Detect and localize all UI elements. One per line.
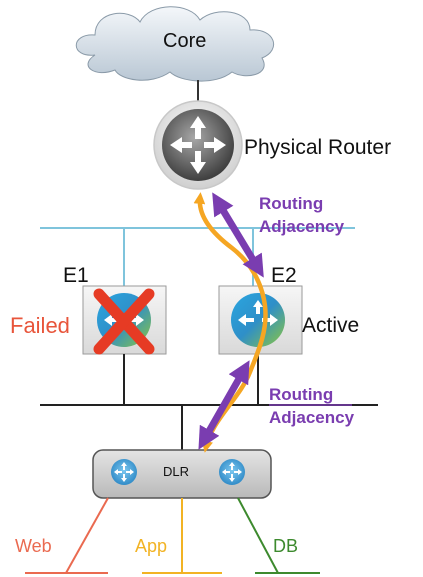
core-label: Core [163,30,207,52]
active-label: Active [302,314,360,337]
x-mark-icon [93,288,155,355]
dlr-router-icon [219,459,245,485]
router-icon [153,100,243,190]
failed-label: Failed [10,313,70,338]
segment-app [142,498,222,574]
db-segment-label: DB [273,536,299,556]
dlr-label: DLR [163,464,190,479]
segment-web [25,497,109,574]
dlr-router-icon [111,459,137,485]
segment-db [237,497,320,574]
edge1-label: E1 [63,264,89,287]
routing-adjacency-label-bottom: Routing Adjacency [269,385,355,427]
physical-router-label: Physical Router [244,136,392,159]
routing-adjacency-arrow-bottom [198,360,250,450]
cloud-icon [75,6,274,82]
edge2-label: E2 [271,264,297,287]
web-segment-label: Web [15,536,52,556]
app-segment-label: App [135,536,168,556]
routing-adjacency-label-top: Routing Adjacency [259,194,345,236]
routing-adjacency-arrow-top [212,192,264,278]
